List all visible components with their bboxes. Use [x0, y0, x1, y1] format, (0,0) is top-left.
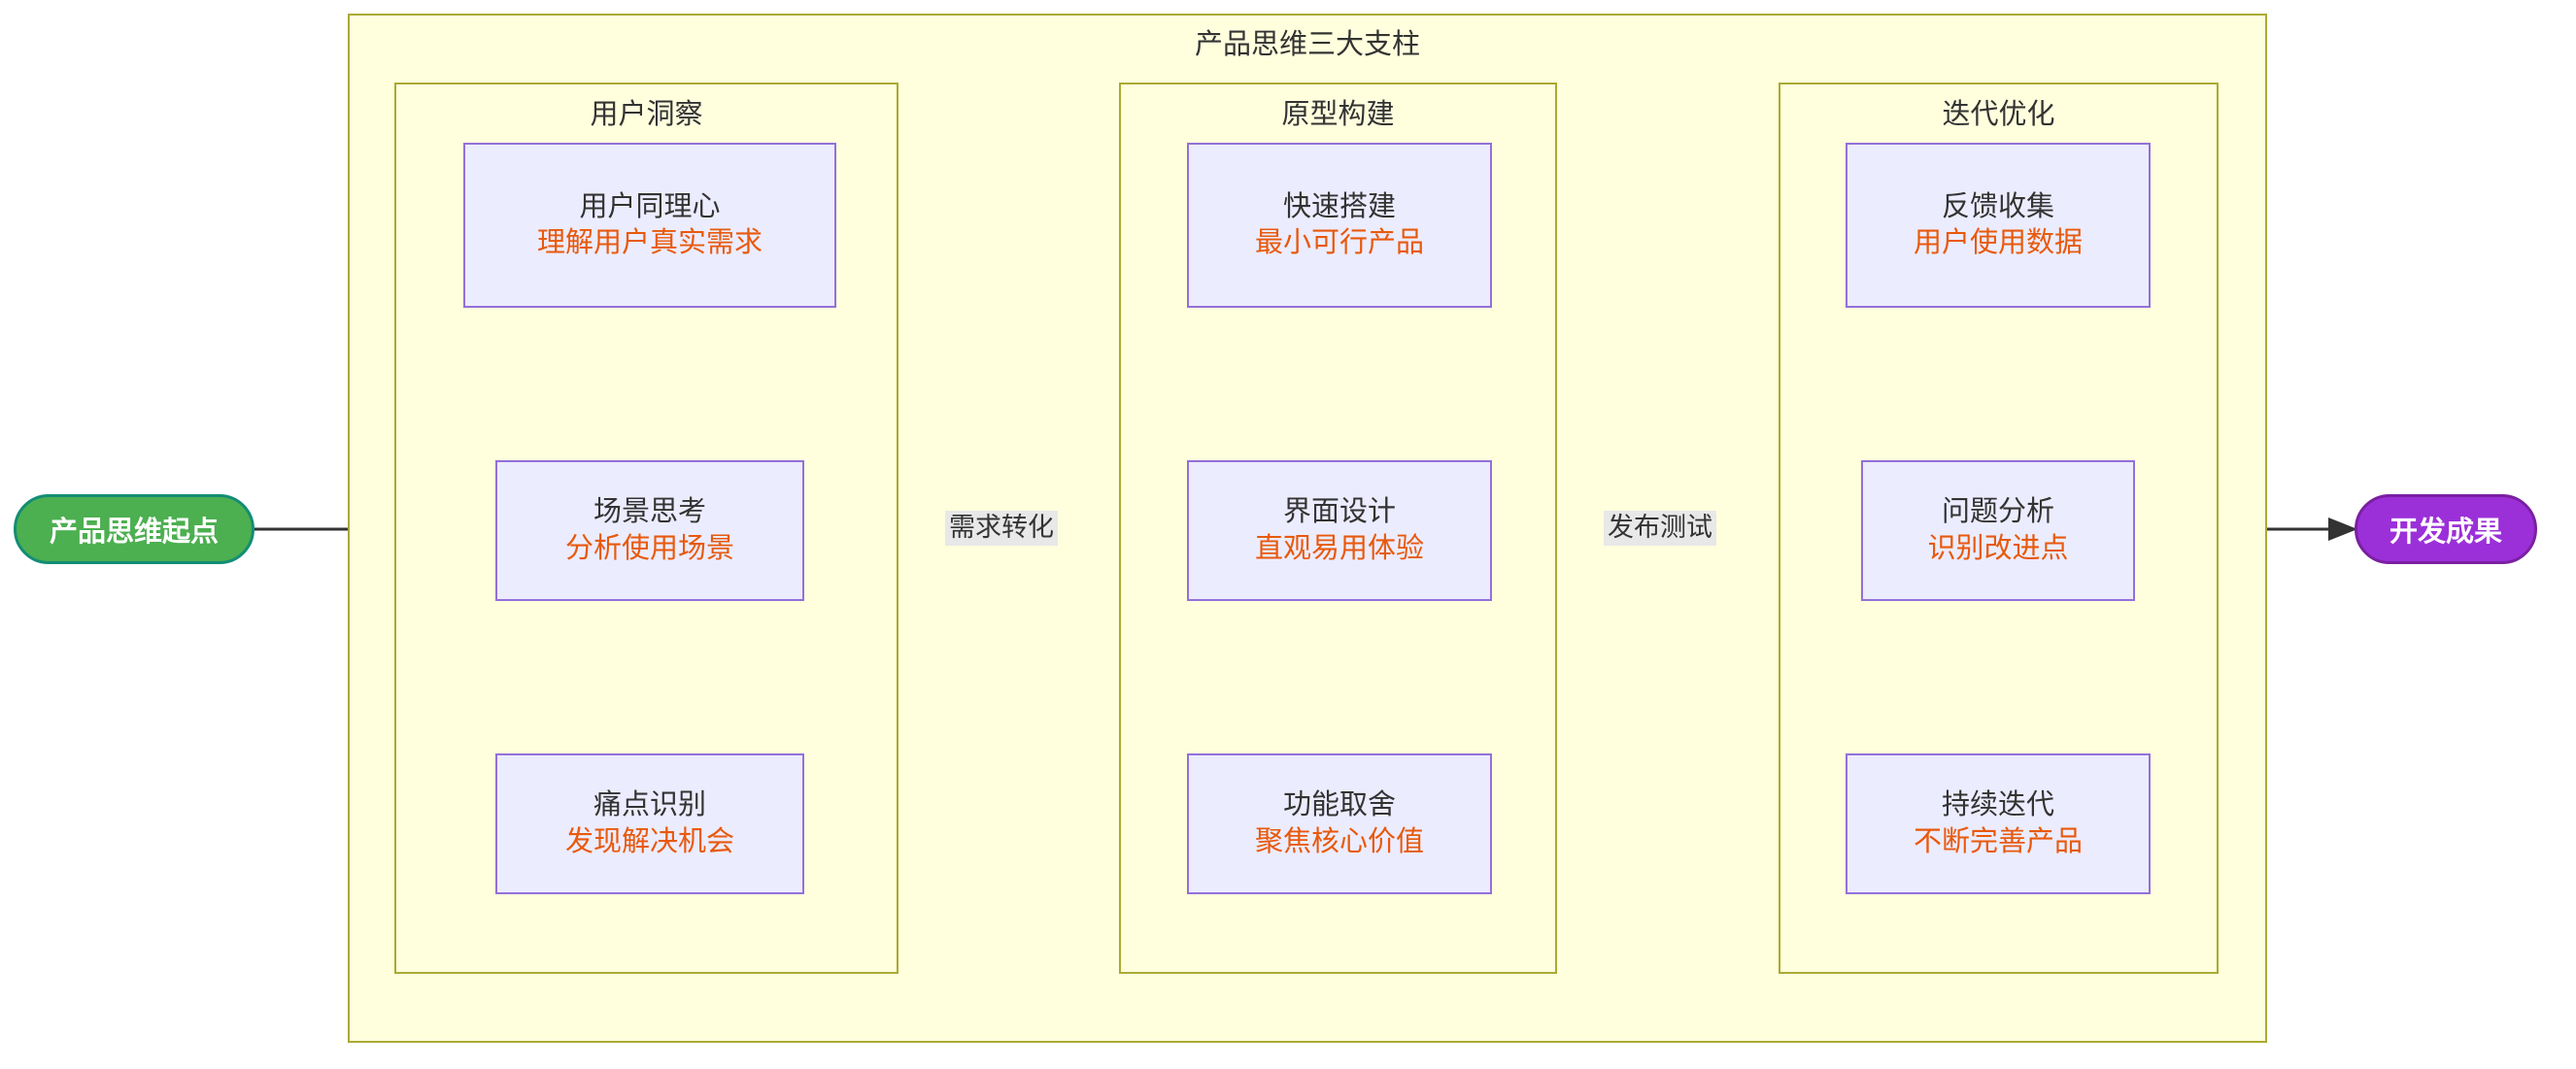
node-painpoint[interactable]: 痛点识别 发现解决机会 — [495, 753, 804, 894]
start-node[interactable]: 产品思维起点 — [14, 494, 254, 564]
subgraph-title-prototype-build: 原型构建 — [1281, 99, 1395, 130]
edge-label-release-test: 发布测试 — [1604, 511, 1716, 546]
node-empathy-title: 用户同理心 — [579, 190, 721, 222]
node-feedback[interactable]: 反馈收集 用户使用数据 — [1846, 143, 2151, 308]
subgraph-title-iterate-optimize: 迭代优化 — [1942, 99, 2055, 130]
node-feature-tradeoff-subtitle: 聚焦核心价值 — [1254, 825, 1424, 857]
end-node-label: 开发成果 — [2389, 517, 2502, 548]
node-scenario[interactable]: 场景思考 分析使用场景 — [495, 460, 804, 601]
node-rapid-build-subtitle: 最小可行产品 — [1254, 227, 1424, 258]
node-continuous-iteration[interactable]: 持续迭代 不断完善产品 — [1846, 753, 2151, 894]
outer-cluster-title: 产品思维三大支柱 — [1194, 29, 1420, 60]
node-ui-design-title: 界面设计 — [1282, 496, 1396, 528]
node-problem-analysis[interactable]: 问题分析 识别改进点 — [1861, 460, 2135, 601]
node-scenario-title: 场景思考 — [593, 496, 706, 528]
node-painpoint-title: 痛点识别 — [593, 789, 706, 821]
node-ui-design-subtitle: 直观易用体验 — [1254, 532, 1424, 564]
node-continuous-iteration-subtitle: 不断完善产品 — [1913, 825, 2083, 857]
node-rapid-build[interactable]: 快速搭建 最小可行产品 — [1187, 143, 1492, 308]
node-continuous-iteration-title: 持续迭代 — [1941, 789, 2054, 821]
node-feedback-title: 反馈收集 — [1941, 190, 2054, 222]
node-scenario-subtitle: 分析使用场景 — [564, 532, 734, 564]
end-node[interactable]: 开发成果 — [2355, 494, 2537, 564]
node-feedback-subtitle: 用户使用数据 — [1913, 227, 2083, 258]
node-ui-design[interactable]: 界面设计 直观易用体验 — [1187, 460, 1492, 601]
start-node-label: 产品思维起点 — [49, 517, 219, 548]
edge-label-demand-conversion: 需求转化 — [945, 511, 1058, 546]
subgraph-title-user-insight: 用户洞察 — [590, 99, 703, 130]
node-problem-analysis-subtitle: 识别改进点 — [1927, 532, 2069, 564]
node-empathy-subtitle: 理解用户真实需求 — [536, 227, 763, 258]
node-feature-tradeoff-title: 功能取舍 — [1282, 789, 1396, 821]
node-empathy[interactable]: 用户同理心 理解用户真实需求 — [463, 143, 836, 308]
node-problem-analysis-title: 问题分析 — [1941, 496, 2054, 528]
node-feature-tradeoff[interactable]: 功能取舍 聚焦核心价值 — [1187, 753, 1492, 894]
node-painpoint-subtitle: 发现解决机会 — [564, 825, 734, 857]
node-rapid-build-title: 快速搭建 — [1282, 190, 1396, 222]
